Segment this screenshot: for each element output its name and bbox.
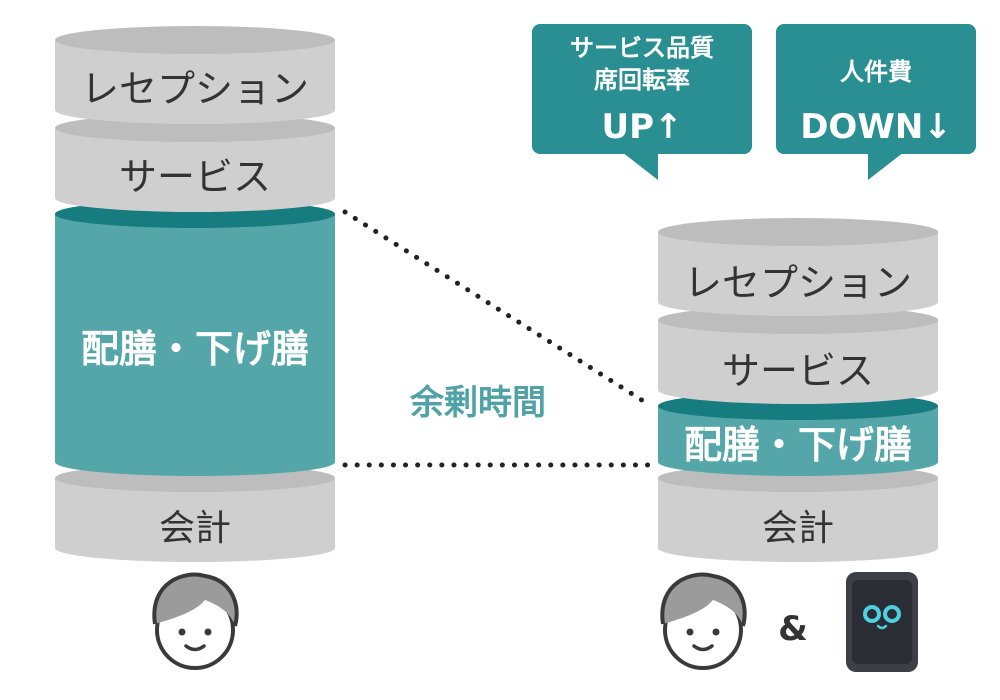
left-layer-service-label: サービス xyxy=(119,155,271,199)
left-layer-checkout-label: 会計 xyxy=(159,508,231,549)
person-icon xyxy=(660,572,747,670)
ampersand-label: & xyxy=(778,609,808,649)
right-layer-service: サービス xyxy=(658,306,938,404)
callout-quality-line-2: 席回転率 xyxy=(594,66,690,94)
left-layer-serving: 配膳・下げ膳 xyxy=(55,200,335,476)
left-stack: 会計 配膳・下げ膳 サービス レセプション xyxy=(55,26,335,562)
person-icon xyxy=(152,572,239,670)
right-stack: 会計 配膳・下げ膳 サービス レセプション xyxy=(658,218,938,562)
left-layer-reception: レセプション xyxy=(55,26,335,124)
right-layer-serving: 配膳・下げ膳 xyxy=(658,392,938,476)
right-layer-service-label: サービス xyxy=(722,349,874,393)
callout-quality-up-label: UP↑ xyxy=(601,107,682,147)
robot-icon xyxy=(846,572,918,672)
left-layer-service: サービス xyxy=(55,114,335,212)
left-layer-serving-label: 配膳・下げ膳 xyxy=(81,327,309,371)
right-layer-reception: レセプション xyxy=(658,218,938,316)
left-layer-reception-label: レセプション xyxy=(81,67,309,111)
right-layer-checkout: 会計 xyxy=(658,464,938,562)
right-layer-reception-label: レセプション xyxy=(684,261,912,305)
callout-quality-line-1: サービス品質 xyxy=(570,34,714,62)
left-layer-checkout: 会計 xyxy=(55,464,335,562)
right-layer-serving-label: 配膳・下げ膳 xyxy=(684,423,912,467)
spare-time-label: 余剰時間 xyxy=(409,383,546,423)
dotted-connector-top xyxy=(342,209,651,407)
callout-cost-down: 人件費 DOWN↓ xyxy=(776,24,976,180)
callout-cost-line-1: 人件費 xyxy=(840,58,912,86)
callout-cost-down-label: DOWN↓ xyxy=(800,107,952,147)
callout-quality-up: サービス品質 席回転率 UP↑ xyxy=(532,24,752,180)
right-layer-checkout-label: 会計 xyxy=(762,508,834,549)
